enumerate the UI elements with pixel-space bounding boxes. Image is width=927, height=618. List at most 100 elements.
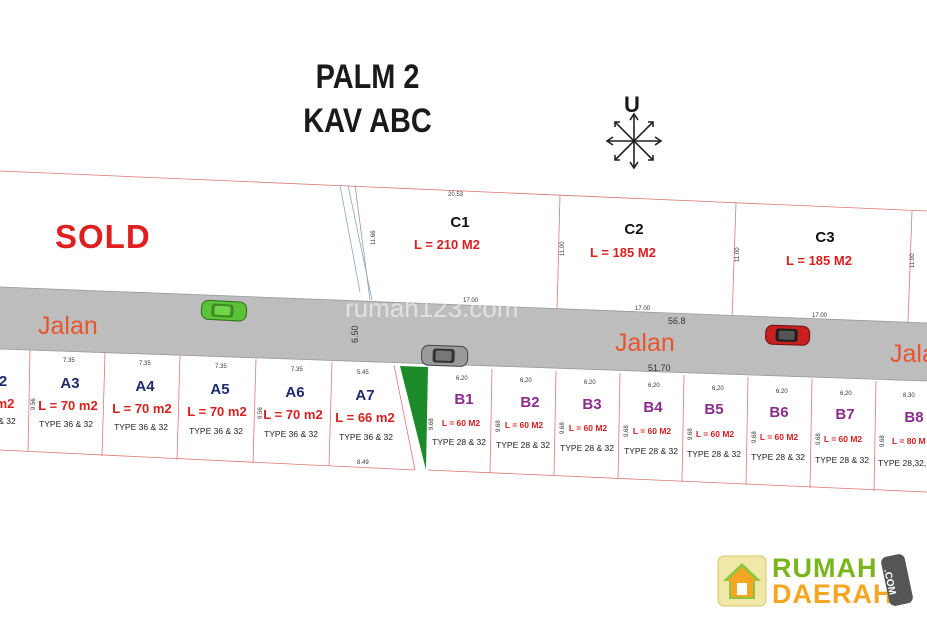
dim-c1-bottom: 17.00 (463, 298, 479, 304)
dim-road-width: 6.50 (350, 325, 360, 343)
grey-car-icon (421, 344, 469, 367)
c-block-outline (0, 170, 927, 323)
b-div-5 (745, 376, 749, 486)
side-path (339, 184, 373, 301)
lot-a6-id: A6 (285, 384, 305, 401)
road-label-center: Jalan (615, 329, 675, 357)
dim-c2-side: 11.00 (560, 241, 566, 256)
green-car-icon (200, 299, 248, 322)
logo-text-rumah: RUMAH (772, 553, 878, 583)
lot-a7-type: TYPE 36 & 32 (339, 432, 393, 442)
lot-b5-id: B5 (704, 401, 724, 418)
lot-c1-area: L = 210 M2 (414, 237, 480, 252)
lot-b3-type: TYPE 28 & 32 (560, 443, 614, 453)
lot-b2-id: B2 (520, 394, 540, 411)
dim-a-front-3: 7.35 (215, 364, 227, 370)
lot-c2-area: L = 185 M2 (590, 245, 656, 260)
dim-b8-side: 9.68 (880, 435, 886, 447)
lot-a2-type: & 32 (0, 416, 16, 426)
b-div-4 (681, 374, 685, 483)
sold-label: SOLD (55, 218, 151, 255)
compass-rose-icon (605, 112, 663, 170)
lot-c3-area: L = 185 M2 (786, 253, 852, 268)
lot-a3-type: TYPE 36 & 32 (39, 419, 93, 429)
red-car-icon (765, 324, 811, 346)
lot-c1-id: C1 (450, 214, 470, 231)
road-label-right: Jala (890, 340, 927, 368)
lot-a6-type: TYPE 36 & 32 (264, 429, 318, 439)
dim-road-bottom: 51.70 (648, 363, 671, 373)
lot-c3-id: C3 (815, 229, 835, 246)
lot-a2-id: 2 (0, 373, 8, 390)
lot-a4-id: A4 (135, 378, 155, 395)
dim-b5-front: 6.20 (712, 386, 724, 392)
lot-b6-id: B6 (769, 404, 789, 421)
a-div-4 (252, 358, 257, 464)
b-block-outline (427, 368, 927, 493)
lot-b6-area: L = 60 M2 (759, 432, 799, 442)
dim-c3-side: 11.00 (735, 247, 741, 262)
lot-b2-area: L = 60 M2 (504, 420, 544, 430)
compass-north-label: U (624, 92, 640, 117)
dim-c2-bottom: 17.00 (635, 306, 651, 312)
lot-a5-type: TYPE 36 & 32 (189, 426, 243, 436)
a-block-outline (0, 349, 416, 471)
dim-c4-side: 11.00 (910, 253, 916, 268)
c2-c3-divider (731, 202, 737, 321)
lot-a3-id: A3 (60, 375, 80, 392)
b-div-3 (617, 372, 621, 480)
road-label-left: Jalan (38, 312, 98, 340)
lot-b6-type: TYPE 28 & 32 (751, 452, 805, 462)
lot-b2-type: TYPE 28 & 32 (496, 440, 550, 450)
a-block-bottom (0, 449, 416, 471)
dim-road-top: 56.8 (668, 316, 686, 326)
watermark: rumah123.com (345, 293, 519, 323)
lot-b1-id: B1 (454, 391, 474, 408)
lot-b1-type: TYPE 28 & 32 (432, 437, 486, 447)
b-div-2 (553, 370, 557, 477)
dim-b7-front: 6.20 (840, 391, 852, 397)
lot-b7-type: TYPE 28 & 32 (815, 455, 869, 465)
side-path-right (347, 184, 373, 301)
lot-b8-type: TYPE 28,32, (878, 458, 927, 468)
dim-c3-bottom: 17.00 (812, 313, 828, 319)
lot-b5-type: TYPE 28 & 32 (687, 449, 741, 459)
lot-a7-id: A7 (355, 387, 375, 404)
a-div-5 (328, 361, 333, 467)
b-div-6 (809, 378, 813, 489)
lot-a3-area: L = 70 m2 (38, 398, 98, 413)
plan-title-line1: PALM 2 (315, 58, 420, 96)
dim-a-bottom: 8.49 (357, 460, 369, 466)
dim-a-front-1: 7.35 (63, 358, 75, 364)
green-wedge (400, 366, 428, 470)
dim-b3-front: 6.20 (584, 380, 596, 386)
dim-c1-side: 11.66 (371, 230, 377, 245)
lot-b1-area: L = 60 M2 (441, 418, 481, 428)
lot-a2-area: m2 (0, 396, 15, 411)
dim-a-front-2: 7.35 (139, 361, 151, 367)
lot-a5-area: L = 70 m2 (187, 404, 247, 419)
lot-a4-area: L = 70 m2 (112, 401, 172, 416)
lot-b8-area: L = 80 M (892, 436, 926, 446)
dim-b4-front: 6.20 (648, 383, 660, 389)
dim-a-front-4: 7.35 (291, 367, 303, 373)
b-div-1 (489, 368, 493, 474)
lot-b7-area: L = 60 M2 (823, 434, 863, 444)
a-div-2 (101, 352, 106, 457)
rumahdaerah-logo: RUMAH DAERAH .COM (717, 553, 917, 609)
road-top-edge (0, 286, 927, 324)
a-div-3 (176, 355, 181, 461)
lot-b4-area: L = 60 M2 (632, 426, 672, 436)
c-block-top-line (0, 170, 927, 212)
lot-a7-area: L = 66 m2 (335, 410, 395, 425)
dim-c-top: 20.53 (448, 192, 464, 198)
lot-b8-id: B8 (904, 409, 924, 426)
logo-text-daerah: DAERAH (772, 579, 894, 609)
plan-title-line2: KAV ABC (303, 102, 432, 140)
a-div-end (393, 364, 416, 471)
side-path-left (339, 184, 361, 293)
lot-a5-id: A5 (210, 381, 230, 398)
lot-b4-id: B4 (643, 399, 663, 416)
lot-b3-id: B3 (582, 396, 602, 413)
